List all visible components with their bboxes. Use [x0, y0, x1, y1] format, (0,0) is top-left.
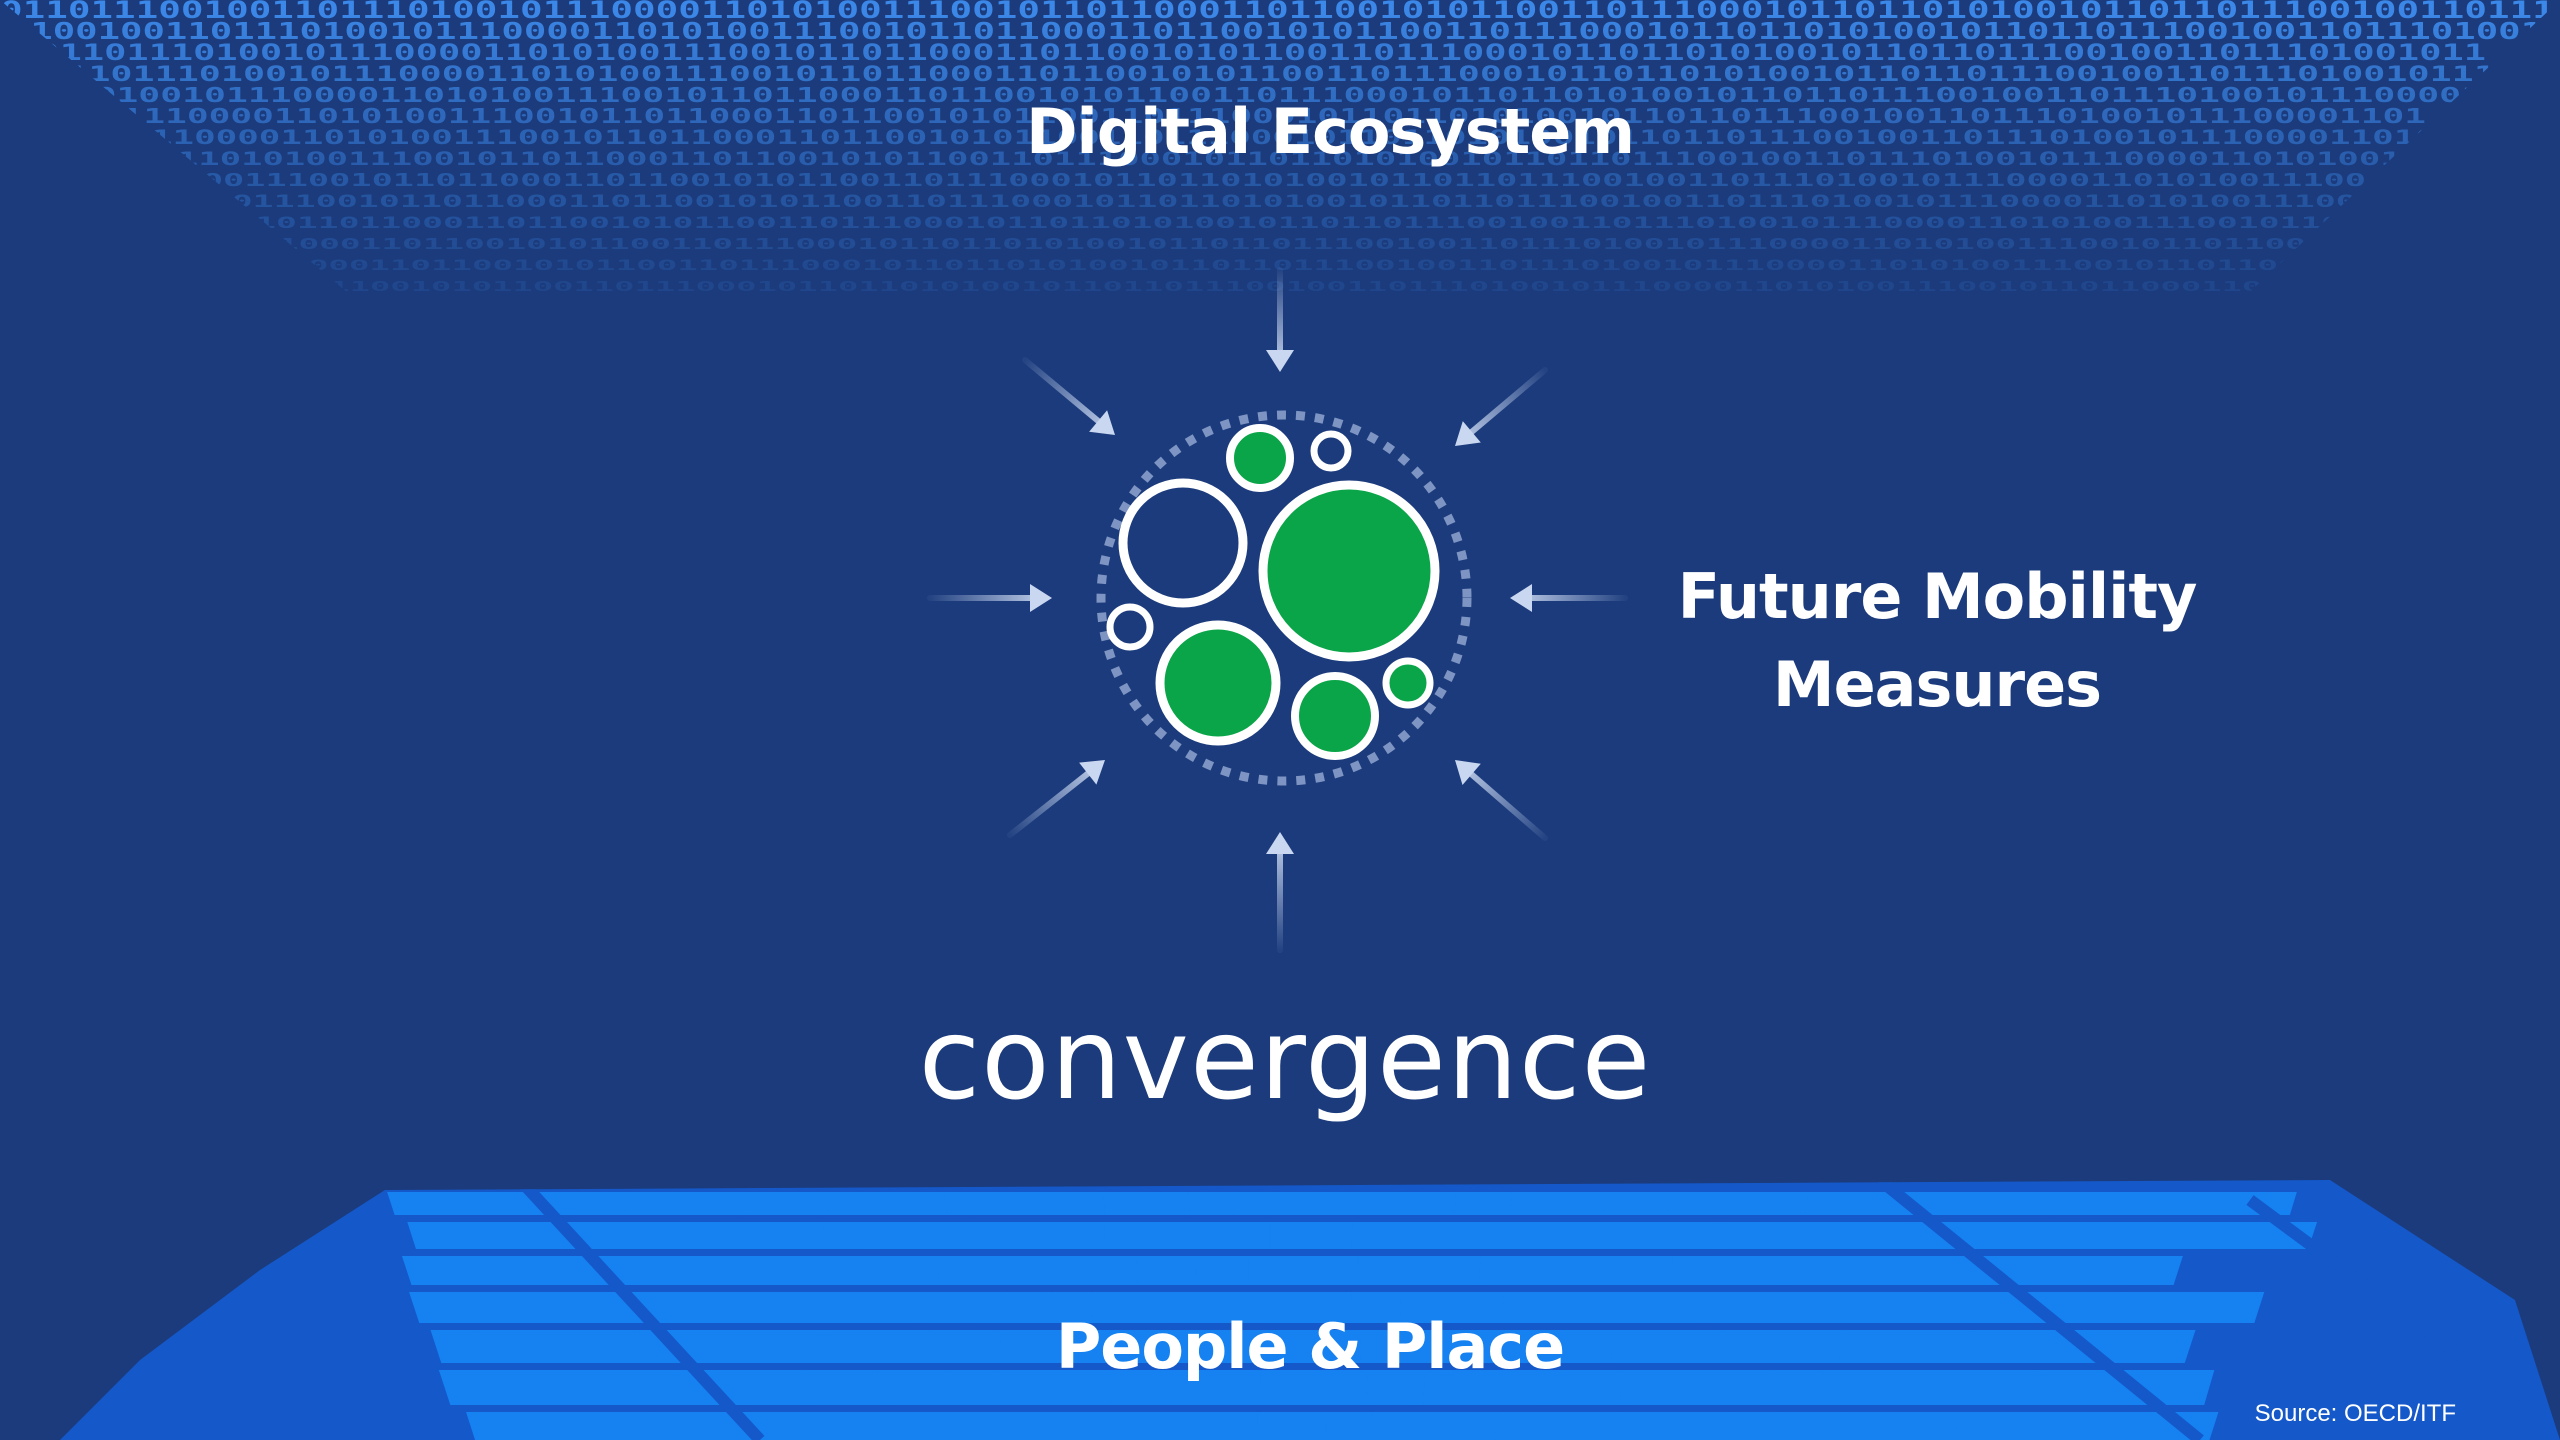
green-circle-small-right	[1382, 657, 1434, 709]
city-block	[944, 1192, 999, 1215]
city-block	[1052, 1292, 1100, 1323]
label-future-mobility-line2: Measures	[1772, 648, 2102, 721]
inward-arrow-icon	[1022, 357, 1115, 435]
city-block	[2133, 1256, 2183, 1285]
label-convergence: convergence	[918, 995, 1652, 1125]
binary-row: 0100101110000110101001110010110110001101…	[0, 126, 2480, 149]
city-road	[1876, 1180, 2204, 1440]
city-block	[1050, 1192, 1116, 1215]
city-block	[1185, 1222, 1293, 1249]
inward-arrow-icon	[1007, 760, 1105, 838]
binary-row: 1110000110101001110010110110001101100101…	[0, 171, 2366, 191]
inward-arrow-icon	[1455, 367, 1548, 446]
binary-row: 0000110101001110010110110001101100101011…	[0, 191, 2420, 211]
city-block	[1522, 1222, 1606, 1249]
city-block	[915, 1292, 971, 1323]
inward-arrow-icon	[1266, 267, 1294, 372]
binary-row: 0101001110010110110001101100101011001101…	[0, 235, 2306, 253]
city-block	[1134, 1330, 1200, 1363]
city-block	[988, 1192, 1067, 1215]
inward-arrow-icon	[1510, 584, 1628, 612]
binary-row: 1001110010110110001101100101011001101110…	[0, 258, 2360, 274]
outline-circle-small-left	[1106, 603, 1154, 651]
binary-row: 0101110000110101001110010110110001101100…	[0, 149, 2423, 170]
green-circle-bottom	[1291, 672, 1379, 760]
city-block	[1104, 1222, 1212, 1249]
city-block	[1730, 1412, 1790, 1440]
city-block	[1269, 1222, 1378, 1249]
city-block	[945, 1370, 1010, 1405]
city-block	[1509, 1192, 1634, 1215]
city-road	[2246, 1195, 2524, 1405]
green-circle-bottom-left	[1155, 620, 1281, 746]
outline-circle-small-top	[1310, 430, 1352, 472]
binary-row: 0110101001110010110110001101100101011001…	[0, 213, 2363, 232]
city-block	[1195, 1256, 1260, 1285]
binary-row: 1001101110100101110000110101001110010110…	[0, 62, 2540, 87]
city-block	[1321, 1330, 1365, 1363]
city-block	[1804, 1192, 1884, 1215]
convergence-circles-icon	[1096, 410, 1472, 786]
city-block	[2026, 1370, 2215, 1405]
city-block	[559, 1292, 609, 1323]
outline-circle-large	[1118, 478, 1248, 608]
label-future-mobility-measures: Future Mobility Measures	[1677, 553, 2198, 729]
arrows-group	[927, 267, 1628, 953]
binary-row: 0111001001101110100101110000110101001110…	[0, 18, 2543, 45]
binary-ribbon: 0110111001001101110100101110000110101001…	[0, 0, 2560, 295]
label-people-and-place: People & Place	[1055, 1310, 1565, 1383]
large-green-circle	[1258, 480, 1440, 662]
label-future-mobility-line1: Future Mobility	[1677, 560, 2198, 633]
inward-arrow-icon	[1266, 832, 1294, 953]
city-block	[2110, 1192, 2297, 1215]
inward-arrow-icon	[1455, 760, 1548, 841]
city-block	[1369, 1192, 1477, 1215]
city-block	[2120, 1330, 2196, 1363]
city-block	[1366, 1370, 1443, 1405]
source-note: Source: OECD/ITF	[2254, 1400, 2456, 1427]
binary-row: 1110010110110001101100101011001101110001…	[0, 279, 2303, 295]
inward-arrow-icon	[927, 584, 1052, 612]
dotted-ring	[1096, 410, 1472, 786]
city-block	[1170, 1292, 1293, 1323]
binary-digit-rows: 0110111001001101110100101110000110101001…	[0, 0, 2560, 295]
city-blocks	[60, 1180, 2560, 1440]
city-block	[2119, 1292, 2265, 1323]
label-digital-ecosystem: Digital Ecosystem	[1026, 95, 1635, 168]
green-circle-top	[1226, 424, 1294, 492]
city-block	[1631, 1256, 1679, 1285]
city-block	[1351, 1222, 1433, 1249]
binary-row: 1110100101110000110101001110010110110001…	[0, 104, 2426, 128]
city-block	[1188, 1192, 1238, 1215]
city-block	[1350, 1292, 1410, 1323]
binary-row: 0110111001001101110100101110000110101001…	[0, 0, 2560, 24]
city-block	[822, 1222, 875, 1249]
binary-row: 1101110100101110000110101001110010110110…	[0, 83, 2483, 107]
city-road	[515, 1180, 765, 1440]
binary-row: 1001001101110100101110000110101001110010…	[0, 40, 2486, 66]
city-block	[1604, 1192, 1689, 1215]
city-block	[1454, 1192, 1525, 1215]
